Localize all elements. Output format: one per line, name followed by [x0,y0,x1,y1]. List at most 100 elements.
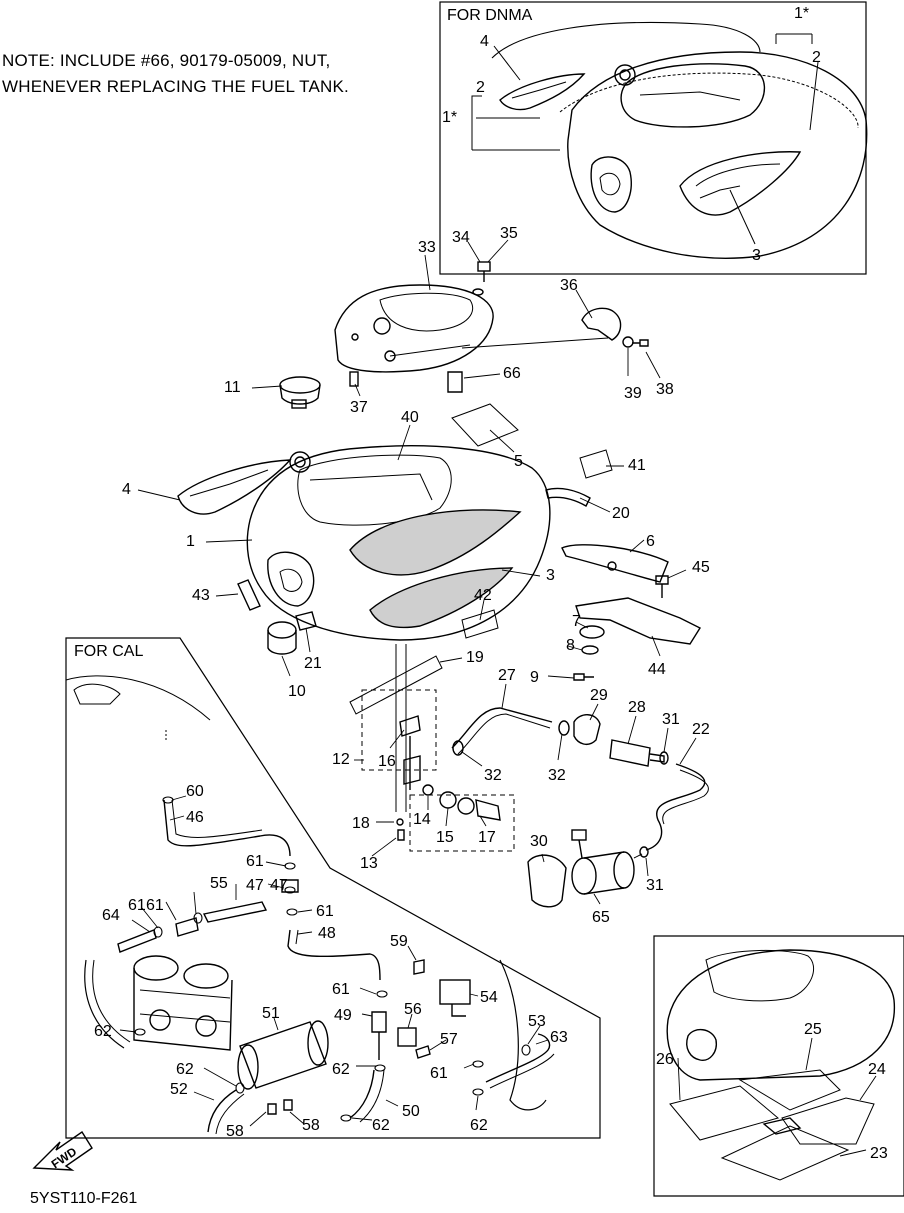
label-26 [669,1085,780,1141]
bolt-38 [632,339,649,347]
fuel-cock-group-12 [361,689,437,771]
callout-5: 5 [514,453,523,470]
callout-19: 19 [466,649,484,666]
callout-31: 31 [646,877,664,894]
cap-11 [279,376,321,409]
callout-29: 29 [590,687,608,704]
callout-61: 61 [430,1065,448,1082]
callout-50: 50 [402,1103,420,1120]
callout-16: 16 [378,753,396,770]
callout-66: 66 [503,365,521,382]
hose-46 [163,799,291,857]
bolt-9 [573,673,594,681]
washer-39 [622,336,634,348]
callout-28: 28 [628,699,646,716]
callout-12: 12 [332,751,350,768]
dnma-side-emblem [499,73,586,111]
callout-56: 56 [404,1001,422,1018]
hose-27 [451,707,553,749]
callout-1: 1 [186,533,195,550]
callout-11: 11 [224,379,241,396]
note-line-2: WHENEVER REPLACING THE FUEL TANK. [2,77,349,96]
callout-4: 4 [122,481,131,498]
callout-14: 14 [413,811,431,828]
callout-62: 62 [470,1117,488,1134]
callout-63: 63 [550,1029,568,1046]
callout-47: 47 [270,877,288,894]
callout-61: 61 [246,853,264,870]
callout-39: 39 [624,385,642,402]
dnma-inset: FOR DNMA [439,1,868,275]
callout-60: 60 [186,783,204,800]
callout-15: 15 [436,829,454,846]
dnma-callout-1: 1* [794,5,809,22]
label-5 [451,403,519,447]
solenoid-54 [439,979,471,1017]
callout-32: 32 [484,767,502,784]
fuel-cock-16 [399,715,421,790]
callout-53: 53 [528,1013,546,1030]
clamp-32 [452,740,464,756]
label-25 [738,1069,841,1111]
callout-27: 27 [498,667,516,684]
callout-64: 64 [102,907,120,924]
callout-25: 25 [804,1021,822,1038]
callout-30: 30 [530,833,548,850]
valve-56 [397,1027,417,1047]
callout-54: 54 [480,989,498,1006]
dnma-tank-body [567,51,868,259]
callout-36: 36 [560,277,578,294]
clip-37 [349,371,359,387]
grommet-43 [237,579,261,611]
dnma-trim-strip [491,21,761,59]
callout-26: 26 [656,1051,674,1068]
dnma-callout-5: 1* [442,109,457,126]
callout-48: 48 [318,925,336,942]
label-23 [720,1125,850,1181]
cal-inset-title: FOR CAL [74,643,143,660]
washer-8 [581,645,599,655]
callout-31: 31 [662,711,680,728]
hose-48 [287,929,381,981]
hose-52 [207,1089,237,1133]
callout-65: 65 [592,909,610,926]
fitting-47 [281,879,299,893]
callout-33: 33 [418,239,436,256]
callout-58: 58 [226,1123,244,1140]
bolt-35 [472,261,491,296]
fuel-pump-65 [571,829,635,895]
dnma-callout-3: 4 [480,33,489,50]
callout-42: 42 [474,587,492,604]
callout-62: 62 [176,1061,194,1078]
dnma-callout-2: 2 [812,49,821,66]
label-42 [461,609,499,639]
label-41 [579,449,613,479]
hose-64 [117,929,157,953]
label-inset-frame [653,935,904,1197]
hose-55 [202,901,268,923]
bracket-36 [581,307,622,341]
callout-61: 61 [316,903,334,920]
damper-6 [561,544,669,583]
callout-9: 9 [530,669,539,686]
callout-49: 49 [334,1007,352,1024]
callout-13: 13 [360,855,378,872]
screw-17 [397,829,405,841]
callout-62: 62 [332,1061,350,1078]
callout-59: 59 [390,933,408,950]
washer-18 [396,818,404,826]
callout-51: 51 [262,1005,280,1022]
bracket-44 [575,597,702,645]
side-emblem-4 [177,459,292,515]
callout-34: 34 [452,229,470,246]
hose-22 [645,763,706,851]
bolt-45 [655,575,669,598]
callout-35: 35 [500,225,518,242]
dnma-callout-6: 3 [752,247,761,264]
callout-17: 17 [478,829,496,846]
callout-38: 38 [656,381,674,398]
dnma-inset-title: FOR DNMA [447,7,533,24]
